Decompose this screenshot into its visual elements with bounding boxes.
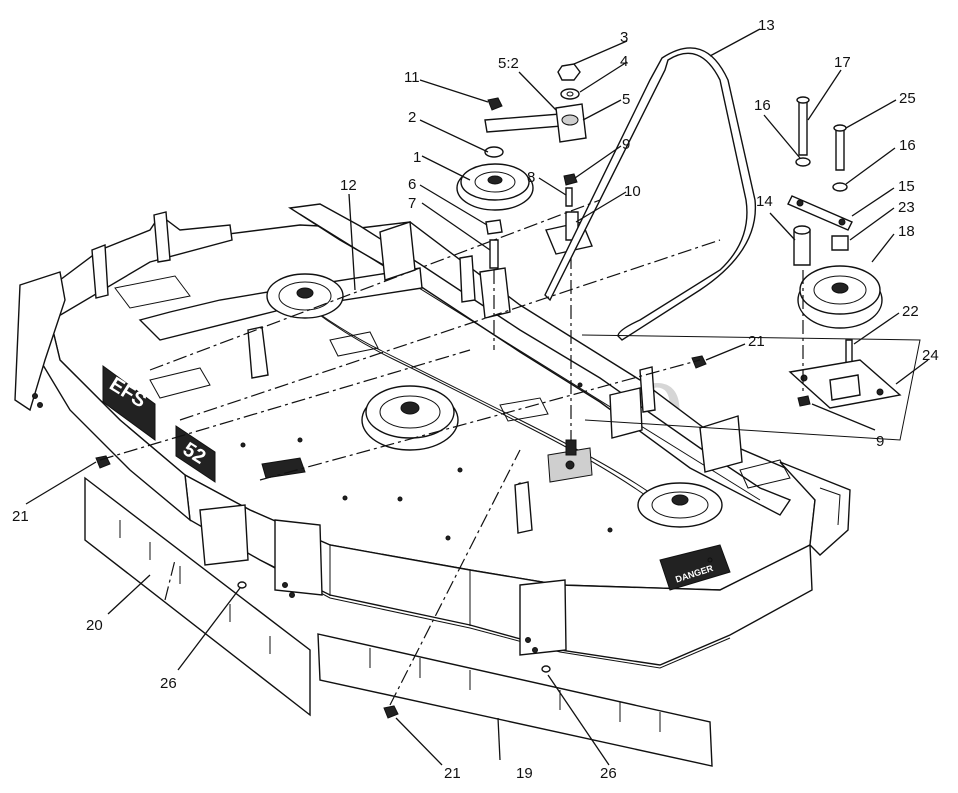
callout-14: 14 xyxy=(756,193,773,210)
callout-3: 3 xyxy=(620,29,628,46)
callout-labels: 1 2 3 4 5 5:2 6 7 8 9 9 10 11 12 13 14 1… xyxy=(12,17,939,782)
callout-16-left: 16 xyxy=(754,97,771,114)
front-bracket-right xyxy=(519,579,567,656)
loose-hardware xyxy=(95,355,707,719)
deck-pulley-left xyxy=(266,273,344,319)
callout-5: 5 xyxy=(622,91,630,108)
callout-9-top: 9 xyxy=(622,136,630,153)
callout-21-right: 21 xyxy=(748,333,765,350)
callout-2: 2 xyxy=(408,109,416,126)
mower-deck: EFS 52 DANGER xyxy=(14,203,851,669)
callout-11: 11 xyxy=(404,69,420,86)
callout-10: 10 xyxy=(624,183,641,200)
callout-26-left: 26 xyxy=(160,675,177,692)
callout-16-right: 16 xyxy=(899,137,916,154)
baffle-19 xyxy=(317,633,713,767)
deck-pulley-center xyxy=(361,385,459,451)
callout-5-2: 5:2 xyxy=(498,55,519,72)
bolt-26-right xyxy=(541,665,551,673)
callout-17: 17 xyxy=(834,54,851,71)
bolt-26-left xyxy=(237,581,247,589)
alignment-lines xyxy=(99,199,721,706)
callout-4: 4 xyxy=(620,53,628,70)
nut-21-bottom xyxy=(383,705,399,719)
callout-23: 23 xyxy=(898,199,915,216)
callout-18: 18 xyxy=(898,223,915,240)
right-idler-assembly xyxy=(581,96,921,441)
callout-12: 12 xyxy=(340,177,357,194)
callout-15: 15 xyxy=(898,178,915,195)
front-bracket-left xyxy=(274,519,323,596)
callout-21-left: 21 xyxy=(12,508,29,525)
deck-pulley-right xyxy=(637,482,723,528)
callout-9-right: 9 xyxy=(876,433,884,450)
callout-22: 22 xyxy=(902,303,919,320)
callout-25: 25 xyxy=(899,90,916,107)
callout-8: 8 xyxy=(527,169,535,186)
callout-21-bottom: 21 xyxy=(444,765,461,782)
nut-21-left xyxy=(95,455,111,469)
leader-lines xyxy=(25,28,929,766)
callout-20: 20 xyxy=(86,617,103,634)
callout-26-right: 26 xyxy=(600,765,617,782)
callout-19: 19 xyxy=(516,765,533,782)
callout-13: 13 xyxy=(758,17,775,34)
baffle-20 xyxy=(84,476,311,717)
callout-7: 7 xyxy=(408,195,416,212)
callout-1: 1 xyxy=(413,149,421,166)
nut-21-right xyxy=(691,355,707,369)
callout-6: 6 xyxy=(408,176,416,193)
callout-24: 24 xyxy=(922,347,939,364)
